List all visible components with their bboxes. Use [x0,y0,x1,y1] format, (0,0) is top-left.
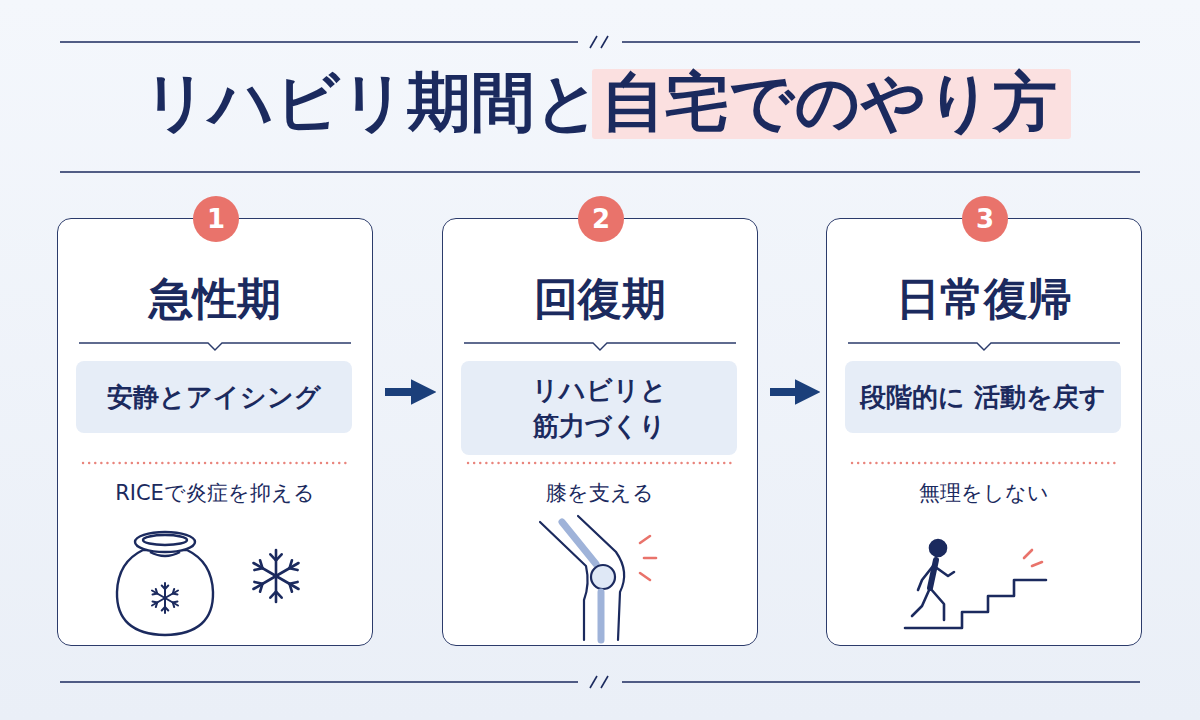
title: リハビリ期間と自宅でのやり方 [143,65,1057,139]
knee-icon [540,516,656,640]
step-number: 2 [592,204,610,234]
phase-action-box: リハビリと 筋力づくり [461,361,737,455]
card-ground [57,218,373,646]
heading-divider [848,343,1120,350]
rule-slash [601,36,608,48]
step-number-badge: 1 [193,196,239,242]
ice-bag-icon [117,532,213,635]
rule-line [60,171,1140,173]
step-number-badge: 3 [962,196,1008,242]
dotted-divider [83,462,347,464]
rule-slash [590,36,597,48]
dotted-divider [468,462,732,464]
flow-arrow [770,388,800,396]
rule-line [60,41,578,43]
phase-heading: 急性期 [58,271,372,327]
action-text: 安静とアイシング [107,379,321,415]
dotted-divider [852,462,1116,464]
phase-heading: 日常復帰 [827,271,1141,327]
snowflake-icon [152,583,178,613]
snowflake-icon [253,550,298,602]
heading-divider [79,343,351,350]
rule-line [622,681,1140,683]
phase-card: 回復期膝を支える2リハビリと 筋力づくり [442,218,758,646]
heading-divider [464,343,736,350]
phase-card: 急性期RICEで炎症を抑える1安静とアイシング [57,218,373,646]
rule-slash [590,676,597,688]
step-number: 3 [976,204,994,234]
phase-action-box: 段階的に 活動を戻す [845,361,1121,433]
stairs-walker-icon [905,540,1046,628]
flow-arrow [385,388,416,396]
phase-note: 膝を支える [443,479,757,507]
phase-note: 無理をしない [827,479,1141,507]
action-text: リハビリと 筋力づくり [473,372,725,444]
rule-slash [601,676,608,688]
step-number: 1 [207,204,225,234]
rule-line [622,41,1140,43]
card-ground [826,218,1142,646]
phase-heading: 回復期 [443,271,757,327]
phase-action-box: 安静とアイシング [76,361,352,433]
phase-note: RICEで炎症を抑える [58,479,372,507]
card-ground [442,218,758,646]
step-number-badge: 2 [578,196,624,242]
rule-line [60,681,578,683]
phase-card: 日常復帰無理をしない3段階的に 活動を戻す [826,218,1142,646]
action-text: 段階的に 活動を戻す [860,379,1106,415]
